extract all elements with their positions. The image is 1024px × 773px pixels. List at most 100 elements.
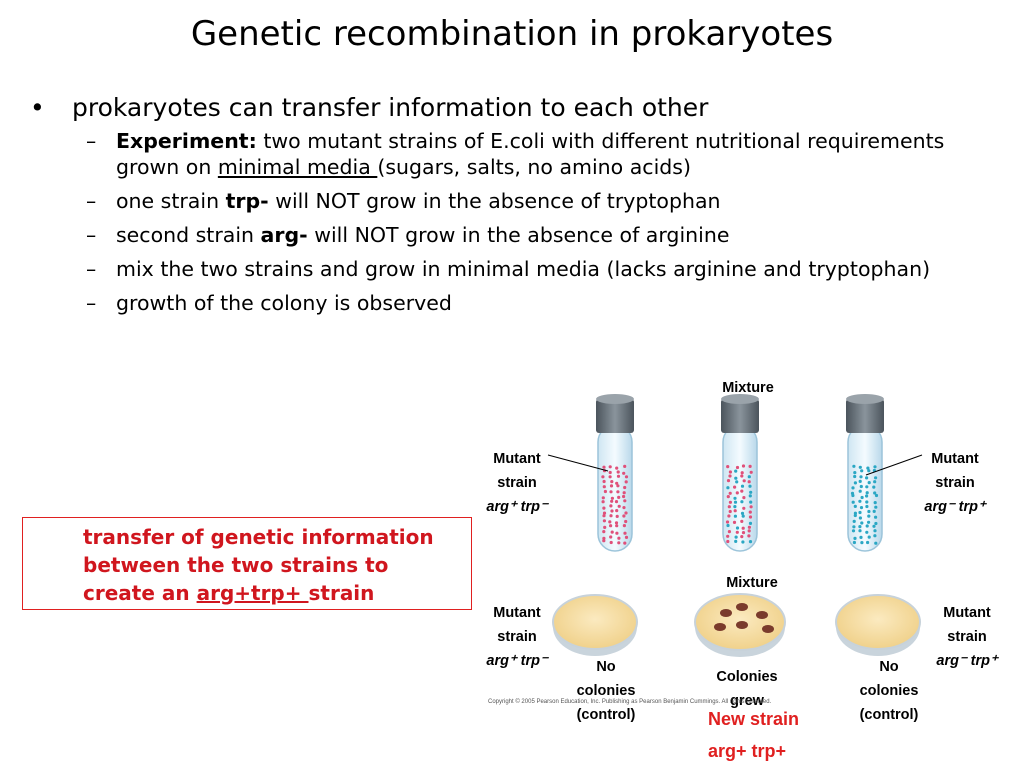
cell-dot — [615, 531, 619, 535]
cell-dot — [733, 496, 737, 500]
cell-dot — [609, 484, 614, 488]
cell-dot — [859, 535, 863, 539]
cell-dot — [740, 474, 744, 478]
cell-dot — [872, 485, 876, 489]
cell-dot — [726, 479, 731, 483]
callout-underline: arg+trp+ — [196, 581, 309, 605]
colony — [720, 609, 732, 617]
genotype-label: arg⁺ trp⁻ — [486, 499, 548, 515]
tube-cap — [846, 399, 884, 433]
cell-dot — [733, 505, 737, 509]
left-plate-label: Mutant strain arg⁺ trp⁻ — [472, 601, 562, 673]
cell-dot — [748, 540, 753, 544]
cell-dot — [610, 496, 614, 500]
cell-dot — [747, 475, 751, 479]
cell-dot — [617, 504, 621, 508]
cell-dot — [726, 495, 730, 499]
cell-dot — [735, 526, 740, 530]
cell-dot — [623, 499, 627, 503]
right-tube-label: Mutant strain arg⁻ trp⁺ — [910, 447, 1000, 519]
cell-dot — [740, 484, 745, 488]
cell-dot — [623, 531, 627, 535]
experiment-figure: Mixture Mutant strain arg⁺ trp⁻ Mutant s… — [470, 375, 1024, 768]
cell-dot — [874, 515, 878, 519]
callout-text: transfer of genetic information between … — [83, 523, 463, 607]
bullet-item: • prokaryotes can transfer information t… — [30, 92, 990, 124]
cell-dot — [602, 485, 606, 489]
cell-dot — [853, 481, 857, 485]
cell-dot — [741, 526, 745, 530]
cell-dot — [735, 491, 739, 495]
label-line: No — [879, 659, 899, 675]
cell-dot — [873, 491, 877, 495]
colony — [736, 603, 748, 611]
label-line: strain — [497, 629, 537, 645]
cell-dot — [865, 500, 869, 504]
sub-bullet-trp: – one strain trp- will NOT grow in the a… — [30, 188, 990, 214]
cell-dot — [853, 511, 857, 515]
sub-bullet-growth: – growth of the colony is observed — [30, 290, 990, 316]
mixture-petri-dish — [694, 593, 786, 657]
cell-dot — [748, 521, 753, 525]
cell-dot — [602, 519, 606, 523]
cell-dot — [734, 539, 738, 543]
bullet-glyph: • — [30, 93, 45, 122]
cell-dot — [601, 475, 605, 479]
dash-glyph: – — [86, 291, 97, 315]
cell-dot — [859, 506, 864, 510]
genotype-label: arg⁺ trp⁻ — [486, 653, 548, 669]
cell-dot — [609, 535, 613, 539]
cell-dot — [603, 489, 607, 494]
mixed-cells — [725, 464, 753, 544]
cell-dot — [726, 523, 730, 528]
label-line: grew — [730, 693, 764, 709]
label-line: Mutant — [931, 451, 979, 467]
cell-dot — [853, 471, 857, 475]
left-tube-label: Mutant strain arg⁺ trp⁻ — [472, 447, 562, 519]
cell-dot — [624, 480, 628, 484]
copyright-notice: Copyright © 2005 Pearson Education, Inc.… — [488, 699, 772, 705]
sub-bullet-mix: – mix the two strains and grow in minima… — [30, 256, 990, 282]
cell-dot — [851, 529, 856, 533]
cell-dot — [615, 509, 619, 513]
cell-dot — [858, 489, 862, 493]
cell-dot — [610, 509, 614, 513]
cell-dot — [608, 475, 612, 479]
dash-glyph: – — [86, 129, 97, 153]
sub-text: will NOT grow in the absence of arginine — [307, 223, 730, 247]
cell-dot — [603, 525, 607, 529]
tube-cap-top — [721, 394, 759, 404]
genotype-label: arg⁻ trp⁺ — [924, 499, 986, 515]
cell-dot — [866, 540, 870, 545]
pink-cells — [601, 464, 629, 545]
cell-dot — [749, 505, 753, 509]
cell-dot — [602, 465, 606, 469]
cell-dot — [732, 520, 737, 524]
leader-line — [865, 454, 923, 476]
cell-dot — [740, 519, 744, 523]
bullet-text: prokaryotes can transfer information to … — [72, 93, 709, 122]
cell-dot — [860, 495, 864, 500]
cell-dot — [873, 501, 877, 505]
cell-dot — [865, 530, 869, 534]
cell-dot — [728, 470, 732, 474]
cell-dot — [748, 515, 753, 519]
left-petri-dish — [552, 594, 638, 656]
cell-dot — [616, 474, 621, 478]
cell-dot — [860, 469, 864, 473]
sub-text: second strain — [116, 223, 261, 247]
bacterial-colonies — [714, 603, 774, 633]
cell-dot — [728, 500, 732, 504]
label-line: strain — [935, 475, 975, 491]
cell-dot — [853, 513, 857, 518]
cell-dot — [733, 485, 737, 489]
experiment-text: two mutant strains of E.coli with differ… — [116, 129, 945, 179]
cell-dot — [602, 539, 606, 543]
callout-line-end: strain — [308, 581, 375, 605]
cell-dot — [874, 476, 878, 480]
cell-dot — [726, 539, 730, 544]
middle-plate-result: Colonies grew — [702, 665, 792, 713]
cell-dot — [602, 511, 607, 515]
bullet-list: • prokaryotes can transfer information t… — [30, 92, 990, 324]
cell-dot — [853, 536, 857, 540]
